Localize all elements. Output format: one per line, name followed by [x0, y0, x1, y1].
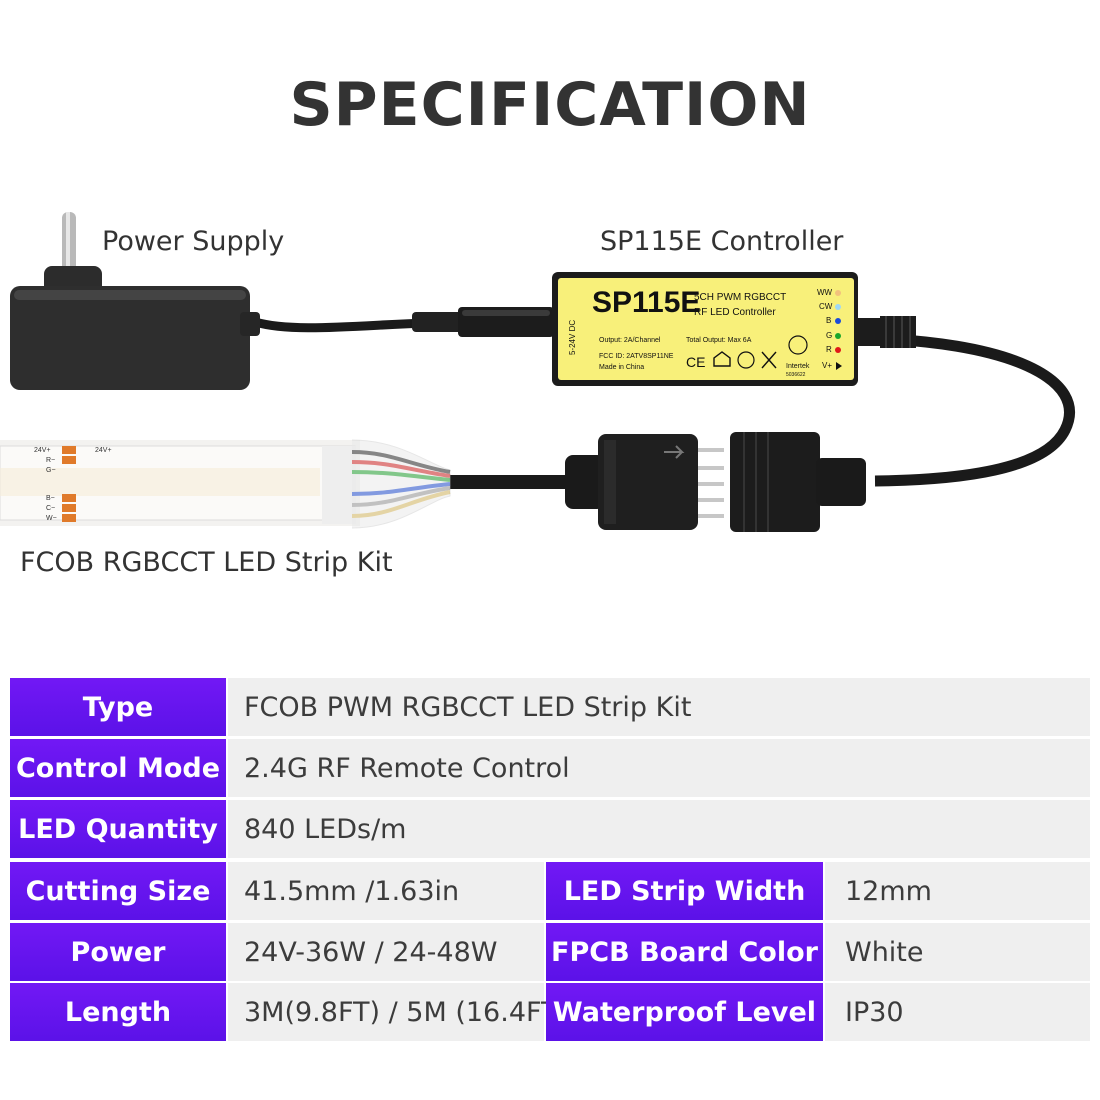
board-color-value: White: [825, 923, 1090, 981]
waterproof-value: IP30: [825, 983, 1090, 1041]
socket-connector-icon: [730, 432, 866, 532]
svg-text:R: R: [826, 345, 832, 354]
product-illustration: SP115E 5CH PWM RGBCCT RF LED Controller …: [0, 212, 1075, 532]
strip-kit-caption: FCOB RGBCCT LED Strip Kit: [20, 547, 393, 578]
svg-text:G−: G−: [46, 467, 56, 474]
board-color-label: FPCB Board Color: [546, 923, 823, 981]
controller-unit: SP115E 5CH PWM RGBCCT RF LED Controller …: [552, 272, 916, 386]
spec-row-cutting-size: Cutting Size 41.5mm /1.63in LED Strip Wi…: [10, 862, 1090, 920]
strip-width-label: LED Strip Width: [546, 862, 823, 920]
power-supply-caption: Power Supply: [102, 226, 285, 257]
home-icon: [713, 351, 731, 367]
svg-text:5CH PWM RGBCCT: 5CH PWM RGBCCT: [694, 292, 786, 303]
led-quantity-label: LED Quantity: [10, 800, 226, 858]
control-mode-label: Control Mode: [10, 739, 226, 797]
length-label: Length: [10, 983, 226, 1041]
type-label: Type: [10, 678, 226, 736]
ce-mark-icon: CE: [686, 354, 705, 370]
spec-row-type: Type FCOB PWM RGBCCT LED Strip Kit: [10, 678, 1090, 736]
power-label: Power: [10, 923, 226, 981]
length-value: 3M(9.8FT) / 5M (16.4FT): [228, 983, 568, 1041]
waterproof-label: Waterproof Level: [546, 983, 823, 1041]
rohs-icon: [737, 351, 755, 369]
spec-row-control-mode: Control Mode 2.4G RF Remote Control: [10, 739, 1090, 797]
svg-text:Total Output: Max 6A: Total Output: Max 6A: [686, 337, 752, 344]
etl-icon: [788, 335, 808, 355]
svg-text:Made in China: Made in China: [599, 364, 644, 371]
svg-text:FCC ID: 2ATV8SP11NE: FCC ID: 2ATV8SP11NE: [599, 353, 674, 360]
svg-text:5-24V DC: 5-24V DC: [568, 320, 577, 355]
svg-text:B: B: [826, 316, 831, 325]
svg-text:R−: R−: [46, 457, 55, 464]
svg-text:Output: 2A/Channel: Output: 2A/Channel: [599, 337, 661, 344]
svg-text:RF LED Controller: RF LED Controller: [694, 307, 776, 318]
controller-model-label: SP115E: [592, 286, 700, 319]
led-strip: 24V+ 24V+ R− G− B− C− W−: [0, 439, 451, 529]
svg-text:V+: V+: [822, 361, 832, 370]
svg-text:W−: W−: [46, 515, 57, 522]
svg-text:24V+: 24V+: [34, 447, 51, 454]
page-title: SPECIFICATION: [289, 70, 811, 140]
pin-connector-icon: [565, 434, 724, 530]
control-mode-value: 2.4G RF Remote Control: [228, 739, 1090, 797]
weee-icon: [761, 351, 777, 369]
svg-text:CW: CW: [819, 302, 833, 311]
strip-width-value: 12mm: [825, 862, 1090, 920]
power-adapter-icon: [10, 212, 260, 390]
cutting-size-value: 41.5mm /1.63in: [228, 862, 544, 920]
svg-text:C−: C−: [46, 505, 55, 512]
power-value: 24V-36W / 24-48W: [228, 923, 544, 981]
type-value: FCOB PWM RGBCCT LED Strip Kit: [228, 678, 1090, 736]
spec-row-power: Power 24V-36W / 24-48W FPCB Board Color …: [10, 923, 1090, 981]
svg-text:WW: WW: [817, 288, 833, 297]
svg-text:B−: B−: [46, 495, 55, 502]
svg-text:5036622: 5036622: [786, 372, 806, 378]
svg-text:G: G: [826, 331, 832, 340]
controller-caption: SP115E Controller: [600, 226, 844, 257]
spec-row-length: Length 3M(9.8FT) / 5M (16.4FT) Waterproo…: [10, 983, 1090, 1041]
svg-text:24V+: 24V+: [95, 447, 112, 454]
svg-text:Intertek: Intertek: [786, 363, 810, 370]
cutting-size-label: Cutting Size: [10, 862, 226, 920]
dc-jack-icon: [412, 307, 554, 337]
spec-row-led-quantity: LED Quantity 840 LEDs/m: [10, 800, 1090, 858]
led-quantity-value: 840 LEDs/m: [228, 800, 1090, 858]
